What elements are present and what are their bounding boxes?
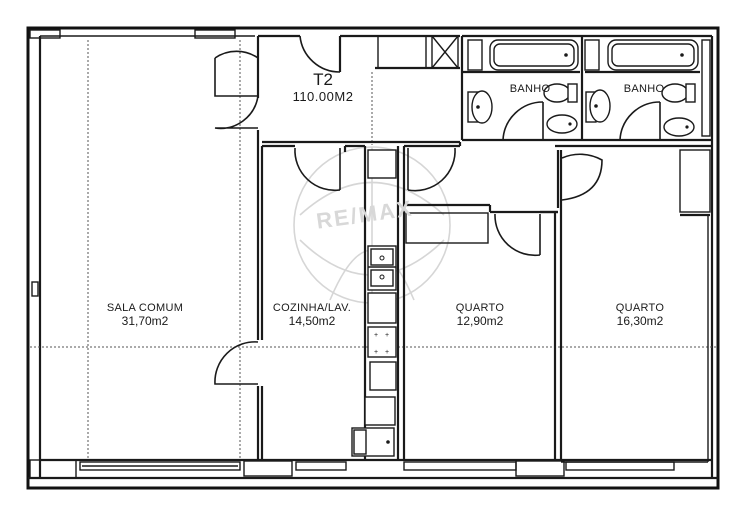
room-label-sala-comum: SALA COMUM 31,70m2 — [90, 302, 200, 328]
sink-icon — [585, 89, 611, 123]
room-name: QUARTO — [615, 302, 665, 314]
room-label-cozinha: COZINHA/LAV. 14,50m2 — [262, 302, 362, 328]
svg-text:+: + — [385, 349, 389, 356]
kitchen-sink-icon — [368, 255, 396, 280]
washing-machine-icon — [364, 396, 396, 426]
room-area: 12,90m2 — [456, 313, 504, 328]
doors — [214, 35, 661, 385]
room-name: QUARTO — [455, 302, 505, 314]
exterior-walls — [26, 26, 720, 490]
unit-summary-label: T2 110.00M2 — [268, 70, 378, 104]
room-name: SALA COMUM — [106, 302, 184, 314]
svg-text:+: + — [374, 332, 378, 339]
bidet-icon — [663, 117, 695, 137]
bidet-icon — [546, 114, 578, 134]
room-name: BANHO — [623, 83, 665, 95]
room-name: BANHO — [509, 83, 551, 95]
appliance-box — [369, 361, 397, 391]
kitchen-counter — [367, 149, 397, 291]
bathtub-icon — [489, 39, 579, 71]
cooktop-icon: + + + + — [367, 326, 397, 358]
dryer-icon — [351, 427, 395, 457]
room-area: 31,70m2 — [121, 313, 169, 328]
toilet-icon — [543, 83, 578, 103]
room-name: COZINHA/LAV. — [272, 302, 352, 314]
top-windows — [29, 29, 236, 39]
unit-type: T2 — [313, 70, 333, 89]
bottom-windows — [29, 458, 712, 479]
room-area: 16,30m2 — [616, 313, 664, 328]
bathtub-icon — [607, 39, 699, 71]
room-label-banho-1: BANHO — [500, 83, 560, 96]
appliance-box — [367, 292, 397, 324]
room-label-quarto-2: QUARTO 16,30m2 — [590, 302, 690, 328]
room-label-banho-2: BANHO — [614, 83, 674, 96]
toilet-icon — [661, 83, 696, 103]
unit-total-area: 110.00M2 — [292, 88, 354, 104]
svg-text:+: + — [385, 332, 389, 339]
room-label-quarto-1: QUARTO 12,90m2 — [430, 302, 530, 328]
sink-icon — [467, 90, 493, 124]
svg-text:+: + — [374, 349, 378, 356]
room-area: 14,50m2 — [288, 313, 336, 328]
